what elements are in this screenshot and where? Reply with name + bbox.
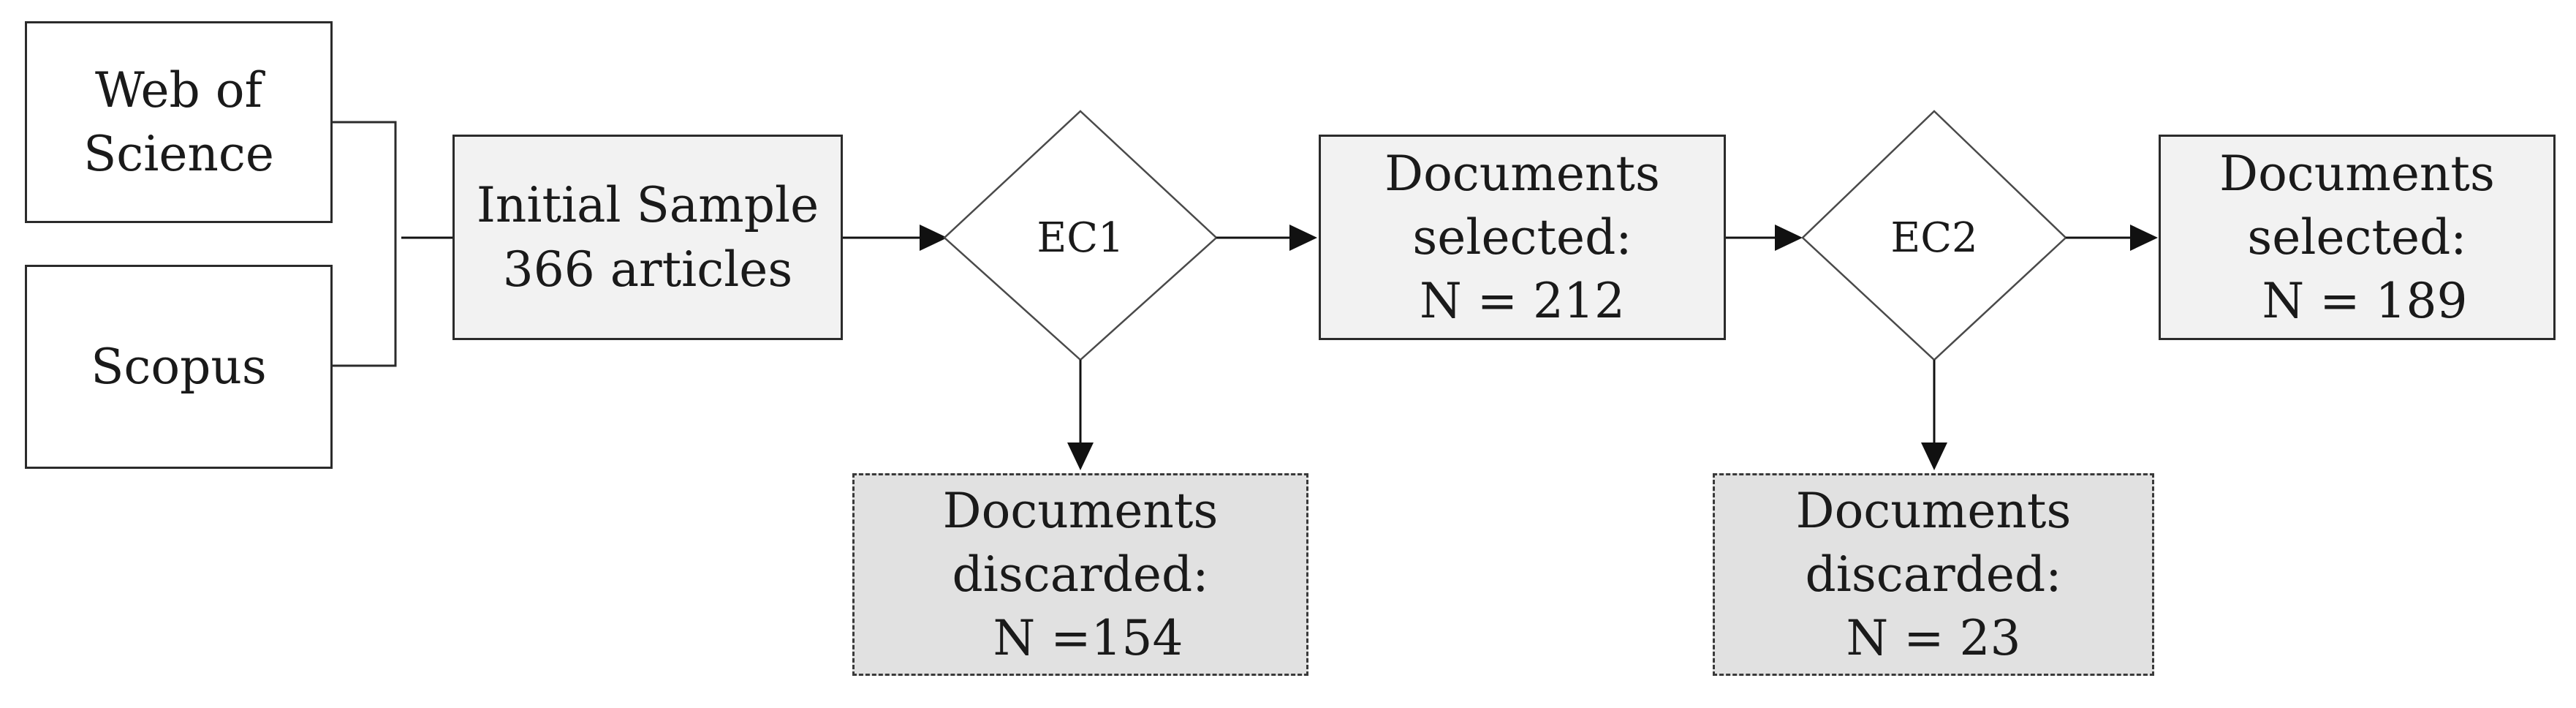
documents-selected-box-2: Documents selected: N = 189	[2159, 135, 2556, 340]
discarded-line: Documents	[942, 482, 1219, 539]
discarded-line: Documents	[1795, 482, 2072, 539]
initial-sample-line: 366 articles	[502, 241, 793, 298]
selected-count: N = 189	[2246, 273, 2468, 330]
discarded-count: N =154	[977, 610, 1183, 667]
selected-line: selected:	[2247, 208, 2467, 266]
source-label-line: Scopus	[91, 338, 267, 395]
source-box-web-of-science: Web of Science	[25, 21, 333, 223]
documents-discarded-box-1: Documents discarded: N =154	[852, 473, 1308, 676]
ec2-label: EC2	[1890, 214, 1978, 262]
selected-line: selected:	[1412, 208, 1632, 266]
documents-discarded-box-2: Documents discarded: N = 23	[1713, 473, 2154, 676]
arrowhead-ec1-to-discarded	[1067, 442, 1094, 470]
discarded-count: N = 23	[1846, 610, 2021, 667]
initial-sample-box: Initial Sample 366 articles	[452, 135, 843, 340]
source-box-scopus: Scopus	[25, 265, 333, 469]
source-bracket	[333, 121, 397, 367]
selected-count: N = 212	[1420, 273, 1625, 330]
source-label-line: Web of	[95, 61, 262, 118]
arrowhead-ec2-to-selected	[2130, 225, 2158, 251]
discarded-line: discarded:	[1805, 546, 2062, 603]
source-label-line: Science	[83, 126, 274, 182]
selected-line: Documents	[1384, 145, 1660, 202]
selected-line: Documents	[2219, 145, 2495, 202]
arrowhead-initial-to-ec1	[920, 225, 947, 251]
initial-sample-line: Initial Sample	[476, 177, 819, 234]
arrowhead-ec2-to-discarded	[1921, 442, 1947, 470]
arrowhead-selected-to-ec2	[1775, 225, 1803, 251]
documents-selected-box-1: Documents selected: N = 212	[1319, 135, 1726, 340]
discarded-line: discarded:	[952, 546, 1209, 603]
arrowhead-ec1-to-selected	[1289, 225, 1317, 251]
ec1-label: EC1	[1037, 214, 1124, 262]
